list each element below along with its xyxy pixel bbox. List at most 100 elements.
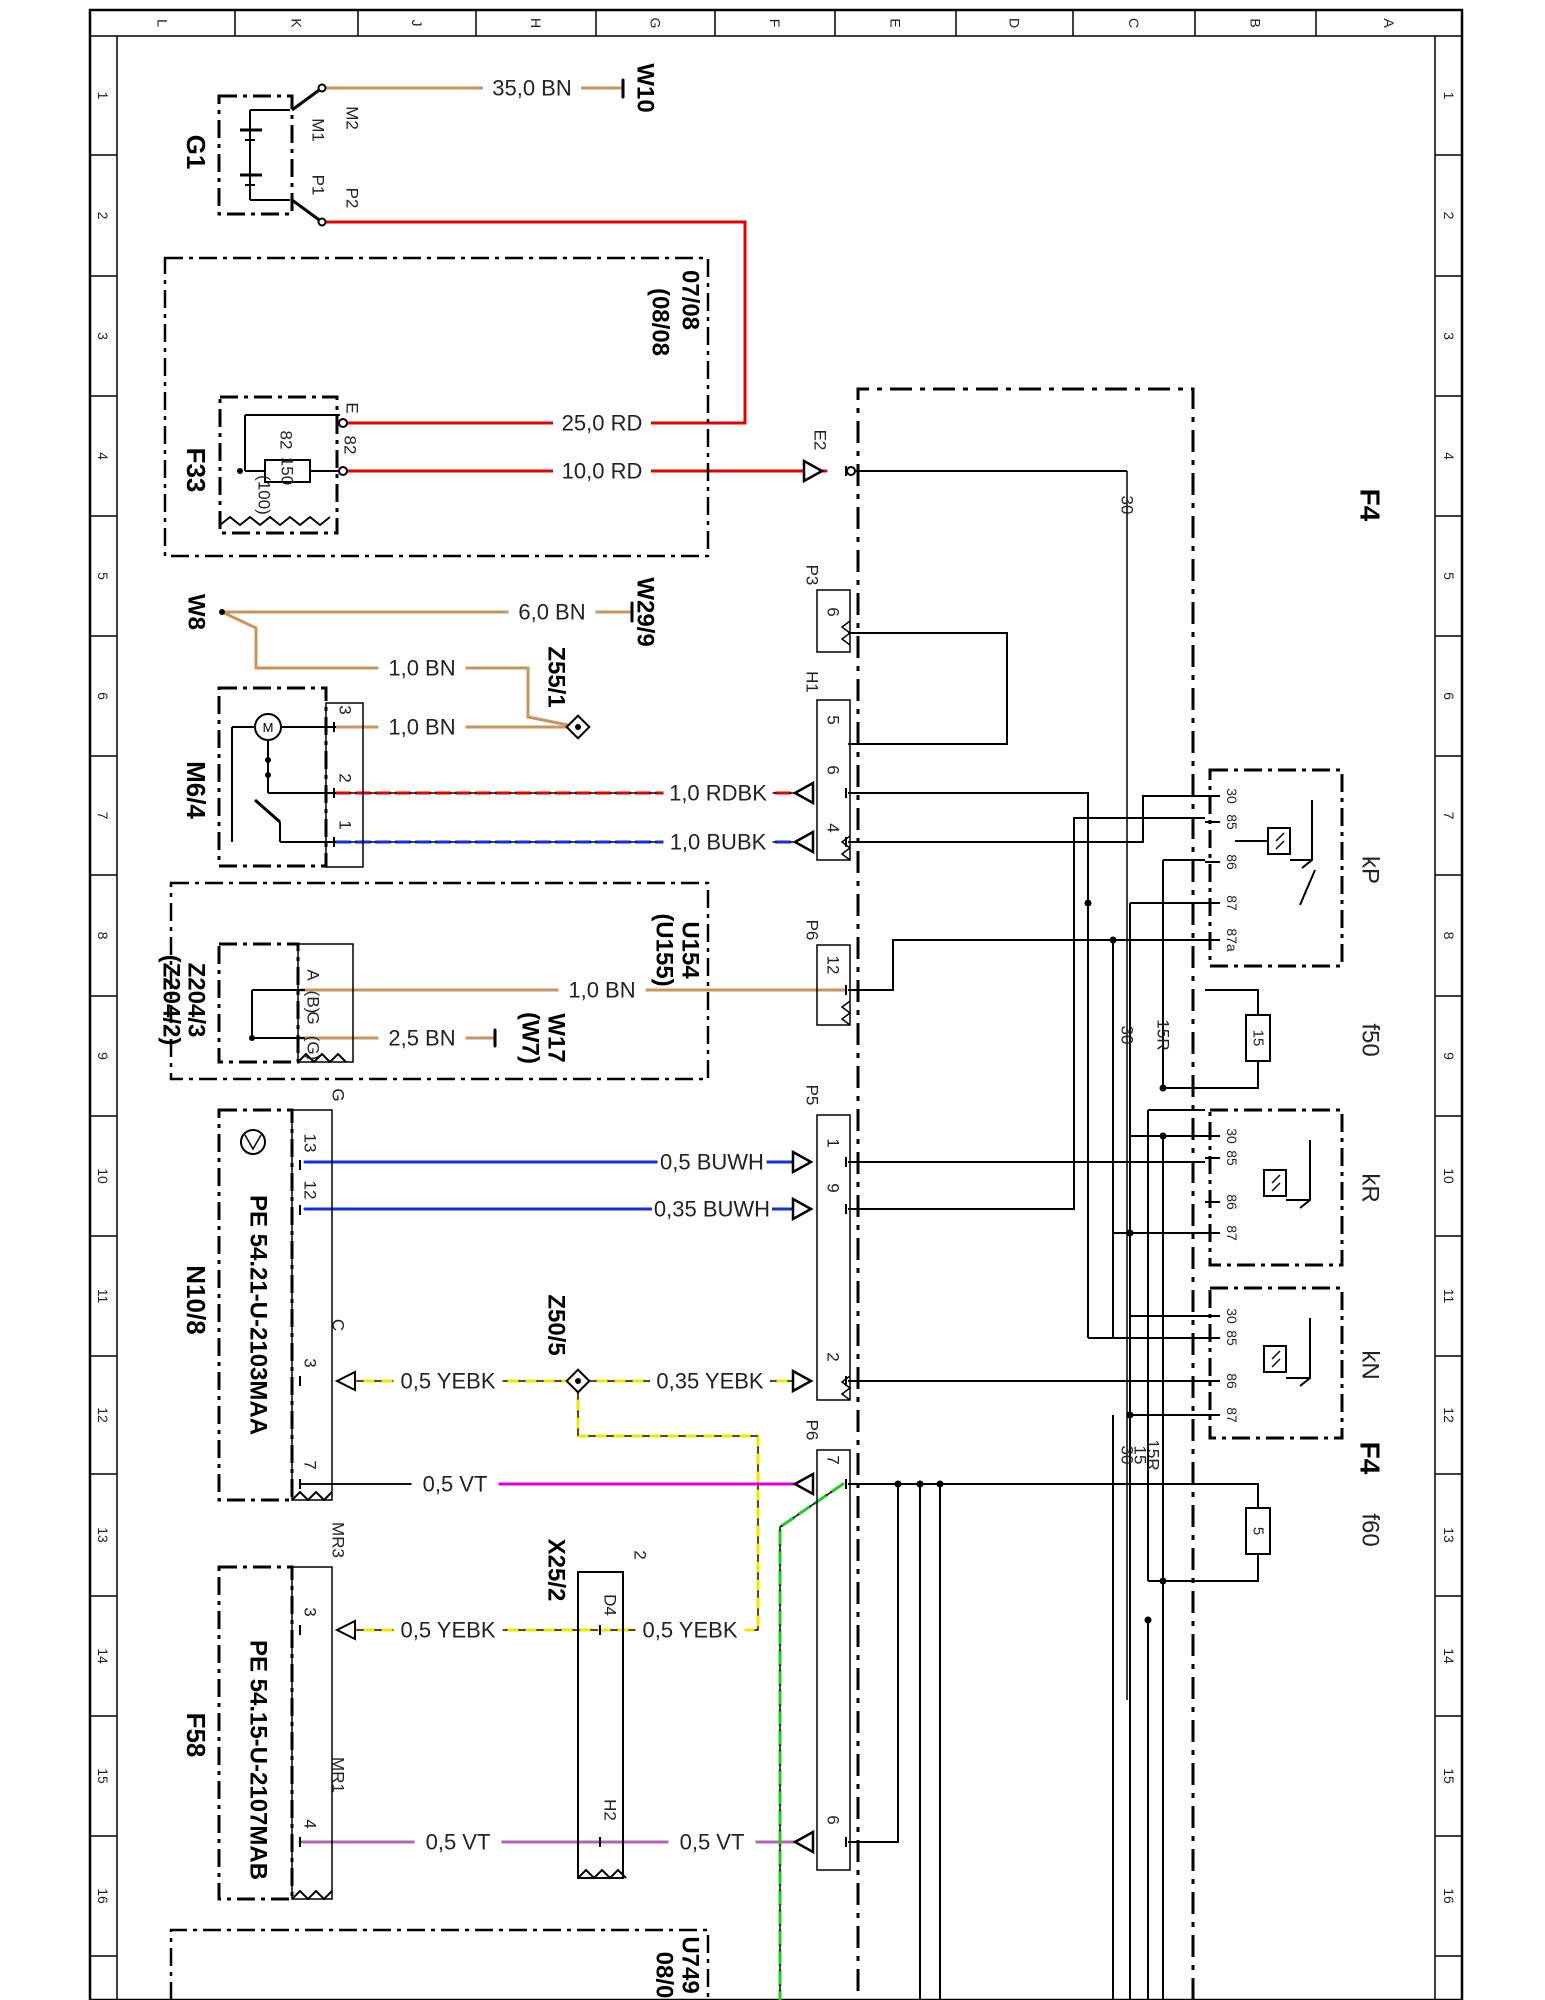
component-label: (Z204/2) [158,955,185,1046]
pin-label: 15 [1131,1446,1150,1465]
column-label: A [1381,18,1397,28]
pin-label: 12 [301,1181,320,1200]
row-label: 14 [95,1648,111,1664]
pin-label: M2 [343,106,362,130]
wire-label: 25,0 RD [562,411,643,436]
pin-label: (B) [304,991,323,1014]
relay-pin-label: 86 [1224,854,1240,870]
battery-g1 [217,83,327,227]
pin-label: E2 [811,430,830,451]
relay-pin-label: 87 [1224,895,1240,911]
component-label: (08/08 [647,288,674,356]
row-label: 11 [95,1289,111,1304]
pin-label: 2 [631,1550,650,1559]
row-label: 7 [1441,812,1457,820]
relay-label: f50 [1357,1023,1384,1056]
row-label: 11 [1441,1289,1457,1304]
pin-label: 7 [824,1455,843,1464]
pin-label: 15R [1154,1019,1173,1050]
component-label: W29/9 [632,577,659,646]
relay-label: kN [1357,1350,1384,1379]
pin-label: P1 [309,175,328,196]
part-number: PE 54.21-U-2103MAA [245,1195,272,1435]
relay-kr [1208,1108,1344,1267]
pin-label: 30 [1118,1446,1137,1465]
relay-label: kP [1357,856,1384,884]
component-label: N10/8 [181,1265,211,1334]
component-label: U154 [677,921,704,979]
row-label: 3 [95,332,111,340]
component-label: W8 [183,594,210,630]
row-label: 9 [1441,1052,1457,1060]
pin-label: 2 [824,1352,843,1361]
pin-label: M1 [309,118,328,142]
wire-label: 0,5 YEBK [401,1369,496,1394]
column-label: D [1007,18,1023,28]
wire-gnbk [778,1482,845,2000]
column-label: J [409,20,425,27]
pin-label: P5 [803,1085,822,1106]
arrow-markers-left [334,1370,356,1641]
pin-label: C [329,1319,348,1331]
part-number: PE 54.15-U-2107MAB [245,1640,272,1880]
pin-label: 2 [336,773,355,782]
block-u749 [169,1928,710,2000]
fuse-f60 [1205,1483,1271,1582]
wire-yebk-3 [576,1379,760,1632]
row-label: 7 [95,812,111,820]
relay-label: kR [1357,1173,1384,1202]
component-label: W10 [632,63,659,112]
row-label: 5 [95,572,111,580]
pin-label: P6 [803,920,822,941]
row-label: 15 [95,1768,111,1784]
row-label: 14 [1441,1648,1457,1664]
component-label: (U155) [651,913,678,986]
column-label: B [1248,18,1264,27]
fuse-value: 5 [1250,1527,1267,1535]
row-label: 13 [95,1527,111,1543]
pin-label: H2 [601,1799,620,1821]
pin-label: 15R [1144,1439,1163,1470]
wire-label: 10,0 RD [562,459,643,484]
column-label: K [289,18,305,28]
wire-label: 0,35 YEBK [656,1369,764,1394]
wire-label: 0,5 YEBK [643,1618,738,1643]
ref-label: 07/08 [677,270,704,330]
fuse-relay-box-f4 [816,387,1205,2000]
block-u154 [169,881,710,1081]
pin-label: (100) [255,475,274,515]
relay-pin-label: 86 [1224,1373,1240,1389]
row-label: 8 [1441,932,1457,940]
relay-pin-label: 87a [1224,928,1240,952]
row-label: 2 [1441,212,1457,220]
component-label: F33 [181,448,211,493]
fuse-value: 15 [1250,1030,1267,1047]
pin-label: MR1 [329,1757,348,1793]
pin-label: D4 [601,1594,620,1616]
pin-label: 82 [341,436,360,455]
wire-25-rd [320,220,747,425]
pin-label: 1 [824,1138,843,1147]
row-label: 6 [95,692,111,700]
fuse-f50 [1205,989,1271,1089]
component-label: 08/0 [651,1952,678,1999]
row-label: 10 [95,1168,111,1184]
row-label: 8 [95,932,111,940]
module-n10-8 [217,1108,333,1502]
pin-label: 3 [301,1607,320,1616]
row-label: 9 [95,1052,111,1060]
component-label: Z55/1 [543,646,570,707]
row-label: 1 [1441,92,1457,100]
pin-label: 4 [824,823,843,832]
pin-label: P2 [343,188,362,209]
column-label: F [767,19,783,28]
relay-pin-label: 86 [1224,1194,1240,1210]
pin-label: 7 [301,1460,320,1469]
frame [88,8,1464,2000]
row-label: 4 [95,452,111,460]
component-label: X25/2 [543,1539,570,1602]
row-label: 4 [1441,452,1457,460]
wire-label: 6,0 BN [518,600,585,625]
pin-label: A [304,969,323,981]
